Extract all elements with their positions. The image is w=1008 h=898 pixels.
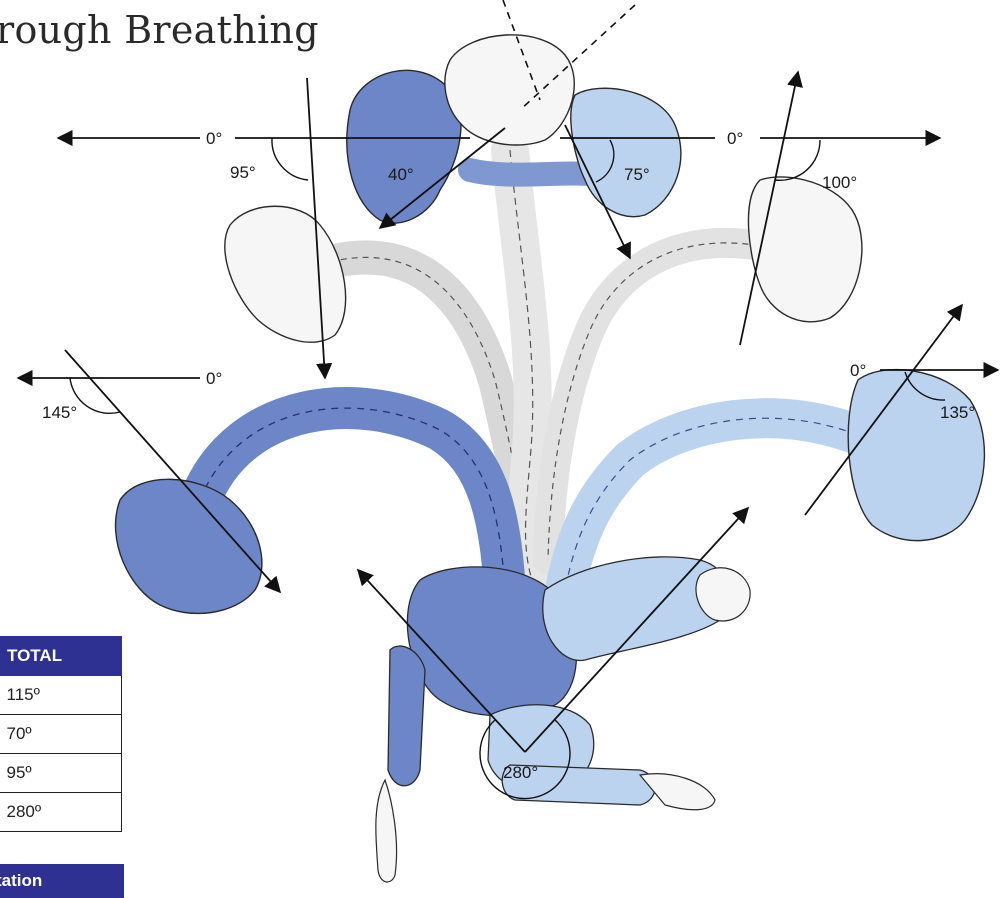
range-total-table: TOTAL 115º 70º 95º 280º: [0, 636, 122, 832]
label-top-right-zero: 0°: [727, 129, 743, 148]
table-row: 115º: [0, 676, 122, 715]
skull-top-light: [571, 88, 681, 216]
label-95: 95°: [230, 163, 256, 182]
label-top-left-zero: 0°: [206, 129, 222, 148]
label-mid-left-zero: 0°: [206, 369, 222, 388]
table-cell: 115º: [0, 676, 122, 715]
table-row: 95º: [0, 754, 122, 793]
label-135: 135°: [940, 403, 975, 422]
skull-top-dark: [347, 70, 461, 223]
skull-top-white: [445, 35, 574, 145]
table-cell: 95º: [0, 754, 122, 793]
table-header-total: TOTAL: [0, 637, 122, 676]
label-75: 75°: [624, 165, 650, 184]
table-row: 70º: [0, 715, 122, 754]
rotation-header: tation: [0, 864, 124, 898]
table-row: 280º: [0, 793, 122, 832]
skull-right-white: [748, 177, 861, 322]
skull-left-white: [225, 206, 346, 342]
table-cell: 70º: [0, 715, 122, 754]
label-40: 40°: [388, 165, 414, 184]
table-cell: 280º: [0, 793, 122, 832]
label-145: 145°: [42, 403, 77, 422]
label-280: 280°: [503, 763, 538, 782]
label-100: 100°: [822, 173, 857, 192]
skull-right-light: [848, 370, 984, 541]
label-mid-right-zero: 0°: [850, 361, 866, 380]
